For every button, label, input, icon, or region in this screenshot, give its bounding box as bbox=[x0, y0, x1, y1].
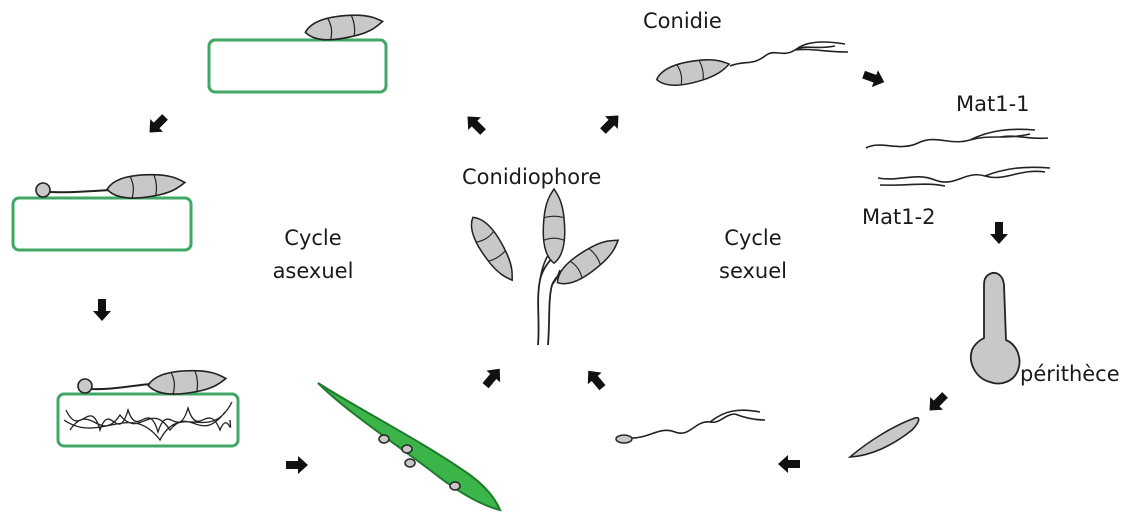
label-cycle-asexuel-line-2: asexuel bbox=[258, 255, 368, 288]
label-cycle-asexuel: Cycle asexuel bbox=[258, 222, 368, 288]
hypha-icon bbox=[866, 129, 1048, 148]
arrow-icon bbox=[581, 365, 609, 393]
perithecium bbox=[971, 273, 1020, 384]
arrow-icon bbox=[778, 455, 800, 473]
arrow-icon bbox=[479, 363, 507, 391]
mating-hyphae bbox=[866, 129, 1050, 186]
label-mat1-2: Mat1-2 bbox=[862, 201, 936, 234]
label-perithece: périthèce bbox=[1020, 358, 1120, 391]
label-mat1-1: Mat1-1 bbox=[956, 88, 1030, 121]
leaf-surface-box-2 bbox=[13, 171, 191, 250]
conidium-icon bbox=[304, 10, 384, 43]
conidium-icon bbox=[106, 171, 186, 200]
arrow-icon bbox=[143, 111, 171, 139]
conidium-icon bbox=[147, 367, 227, 396]
arrow-icon bbox=[990, 222, 1008, 244]
ascospore bbox=[850, 418, 919, 457]
hypha-icon bbox=[878, 167, 1050, 186]
appressorium-icon bbox=[78, 379, 92, 393]
label-cycle-sexuel-line-1: Cycle bbox=[698, 222, 808, 255]
perithecium-icon bbox=[971, 273, 1020, 384]
conidium-icon bbox=[543, 189, 564, 263]
arrow-icon bbox=[461, 110, 489, 138]
label-conidiophore: Conidiophore bbox=[462, 161, 601, 194]
leaf-surface-box-3 bbox=[58, 367, 238, 446]
arrow-icon bbox=[286, 456, 308, 474]
appressorium-icon bbox=[36, 183, 50, 197]
conidium-icon bbox=[654, 54, 731, 90]
conidie-germinating bbox=[654, 42, 848, 90]
conidiophore bbox=[464, 189, 624, 345]
arrow-icon bbox=[597, 109, 625, 137]
label-cycle-sexuel-line-2: sexuel bbox=[698, 255, 808, 288]
label-cycle-sexuel: Cycle sexuel bbox=[698, 222, 808, 288]
arrow-icon bbox=[923, 389, 951, 417]
label-conidie: Conidie bbox=[643, 5, 722, 38]
conidium-icon bbox=[464, 212, 521, 286]
leaf-surface-box-1 bbox=[209, 10, 386, 92]
arrow-icon bbox=[861, 66, 888, 90]
infected-leaf bbox=[318, 383, 500, 510]
ascospore-germinating bbox=[616, 410, 765, 443]
arrow-icon bbox=[93, 299, 111, 321]
label-cycle-asexuel-line-1: Cycle bbox=[258, 222, 368, 255]
